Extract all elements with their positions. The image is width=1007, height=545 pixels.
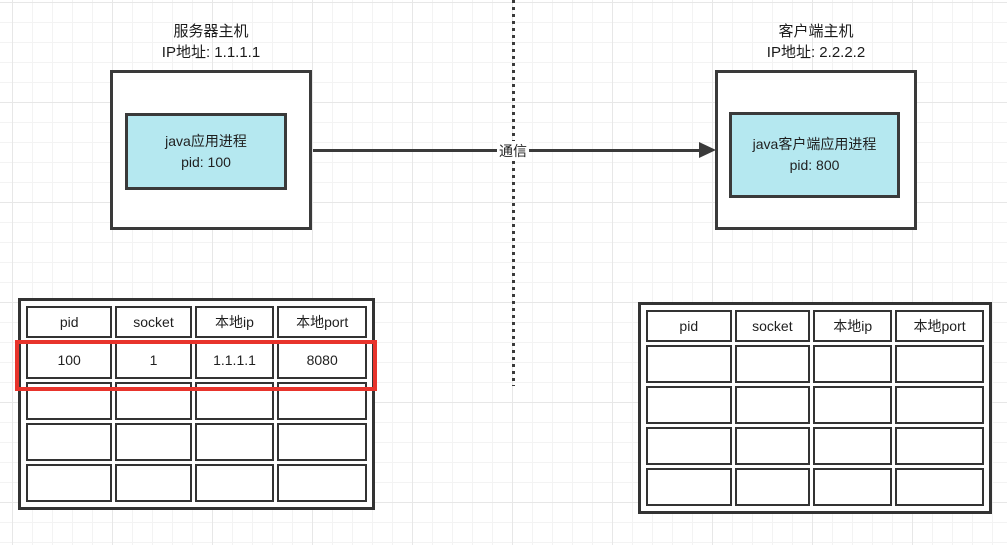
- client-table-body: [646, 345, 984, 506]
- table-cell: [26, 464, 113, 502]
- column-header: socket: [115, 306, 192, 338]
- table-row: [26, 423, 367, 461]
- client-host-title: 客户端主机 IP地址: 2.2.2.2: [715, 21, 917, 63]
- table-cell: 1: [115, 341, 192, 379]
- table-cell: [895, 345, 984, 383]
- connection-label: 通信: [497, 141, 529, 161]
- table-cell: [813, 386, 893, 424]
- table-cell: [734, 386, 811, 424]
- table-row: [646, 468, 984, 506]
- table-cell: [895, 468, 984, 506]
- server-process-name: java应用进程: [165, 132, 247, 149]
- table-cell: [734, 345, 811, 383]
- table-cell: [895, 386, 984, 424]
- table-cell: [813, 468, 893, 506]
- table-cell: [277, 423, 367, 461]
- table-cell: [194, 464, 275, 502]
- server-process-box: java应用进程 pid: 100: [125, 113, 287, 190]
- column-header: 本地port: [895, 310, 984, 342]
- client-host-ip: IP地址: 2.2.2.2: [766, 44, 866, 61]
- table-row: [646, 345, 984, 383]
- table-cell: [734, 468, 811, 506]
- table-cell: [646, 468, 732, 506]
- table-cell: [115, 464, 192, 502]
- table-cell: [115, 423, 192, 461]
- table-cell: [115, 382, 192, 420]
- client-process-pid: pid: 800: [789, 157, 840, 173]
- client-host-name: 客户端主机: [778, 23, 854, 40]
- table-cell: [734, 427, 811, 465]
- table-cell: 1.1.1.1: [194, 341, 275, 379]
- table-cell: [26, 423, 113, 461]
- table-cell: 8080: [277, 341, 367, 379]
- table-cell: [194, 423, 275, 461]
- server-process-pid: pid: 100: [181, 153, 231, 170]
- table-cell: 100: [26, 341, 113, 379]
- network-divider-dotted-line: [512, 0, 515, 386]
- client-process-name: java客户端应用进程: [752, 136, 877, 152]
- table-cell: [646, 345, 732, 383]
- table-row: [646, 427, 984, 465]
- column-header: 本地ip: [194, 306, 275, 338]
- client-process-box: java客户端应用进程 pid: 800: [729, 112, 900, 198]
- server-host-title: 服务器主机 IP地址: 1.1.1.1: [110, 21, 312, 63]
- table-cell: [26, 382, 113, 420]
- column-header: pid: [646, 310, 732, 342]
- table-row: [26, 382, 367, 420]
- table-cell: [194, 382, 275, 420]
- column-header: 本地ip: [813, 310, 893, 342]
- table-cell: [895, 427, 984, 465]
- table-cell: [277, 464, 367, 502]
- server-host-ip: IP地址: 1.1.1.1: [161, 44, 261, 61]
- table-cell: [813, 427, 893, 465]
- connection-arrow-head-icon: [699, 142, 716, 158]
- column-header: pid: [26, 306, 113, 338]
- table-cell: [646, 386, 732, 424]
- table-cell: [813, 345, 893, 383]
- table-cell: [277, 382, 367, 420]
- column-header: 本地port: [277, 306, 367, 338]
- server-host-name: 服务器主机: [173, 23, 249, 40]
- table-row: [26, 464, 367, 502]
- table-cell: [646, 427, 732, 465]
- column-header: socket: [734, 310, 811, 342]
- table-row: [646, 386, 984, 424]
